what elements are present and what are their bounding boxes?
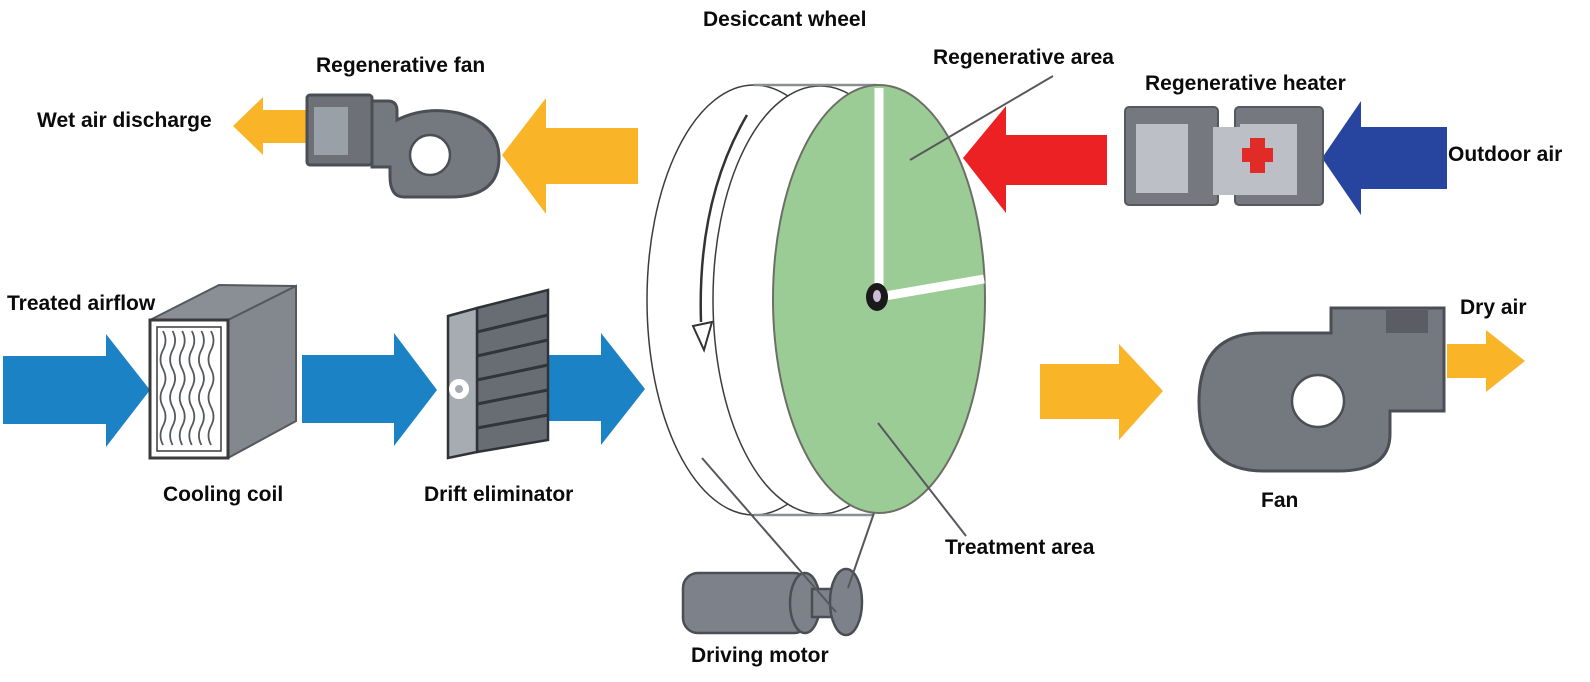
dry-air-label: Dry air: [1460, 296, 1527, 319]
cooling-coil-icon: [148, 283, 297, 460]
treatment-area-leader-line: [877, 422, 967, 537]
supply-fan-icon: [1197, 306, 1446, 473]
wet-air-exhaust-arrow: [233, 97, 310, 155]
driving-motor-label: Driving motor: [691, 644, 829, 667]
panel-clip: [449, 379, 469, 399]
wheel-to-regen-fan-arrow: [502, 98, 638, 214]
fan-hub-hole: [1290, 373, 1346, 429]
desiccant-wheel-label: Desiccant wheel: [703, 8, 867, 31]
regenerative-area-label: Regenerative area: [933, 46, 1114, 69]
outdoor-air-label: Outdoor air: [1448, 143, 1563, 166]
heater-cross-icon: [1242, 138, 1273, 173]
drive-belt-left: [701, 457, 837, 613]
regen-hot-air-arrow: [963, 106, 1107, 213]
sector-divider-radial: [878, 274, 985, 302]
wheel-to-fan-arrow: [1040, 344, 1163, 440]
wet-air-discharge-label: Wet air discharge: [37, 109, 212, 132]
fan-inlet-hole: [408, 133, 452, 177]
regenerative-heater-label: Regenerative heater: [1145, 72, 1346, 95]
outdoor-air-arrow: [1322, 101, 1447, 215]
coil-to-eliminator-arrow: [302, 333, 437, 446]
treated-airflow-arrow: [3, 334, 150, 447]
drift-eliminator-icon: [446, 288, 550, 460]
driving-motor-icon: [681, 567, 864, 637]
motor-pulley: [828, 567, 864, 637]
regenerative-heater-icon: [1124, 106, 1324, 206]
treatment-area-label: Treatment area: [945, 536, 1095, 559]
fan-label: Fan: [1261, 489, 1299, 512]
desiccant-wheel-icon: [646, 83, 986, 517]
drift-eliminator-label: Drift eliminator: [424, 483, 574, 506]
treated-airflow-label: Treated airflow: [7, 292, 156, 315]
rotation-arrow-icon: [699, 114, 749, 323]
dry-air-arrow: [1447, 330, 1525, 392]
fan-outlet-cap: [1386, 310, 1428, 333]
regenerative-fan-icon: [305, 93, 501, 199]
cooling-coil-label: Cooling coil: [163, 483, 284, 506]
regenerative-fan-label: Regenerative fan: [316, 54, 486, 77]
regenerative-area-leader-line: [909, 75, 1054, 161]
drive-belt-right: [847, 512, 875, 589]
